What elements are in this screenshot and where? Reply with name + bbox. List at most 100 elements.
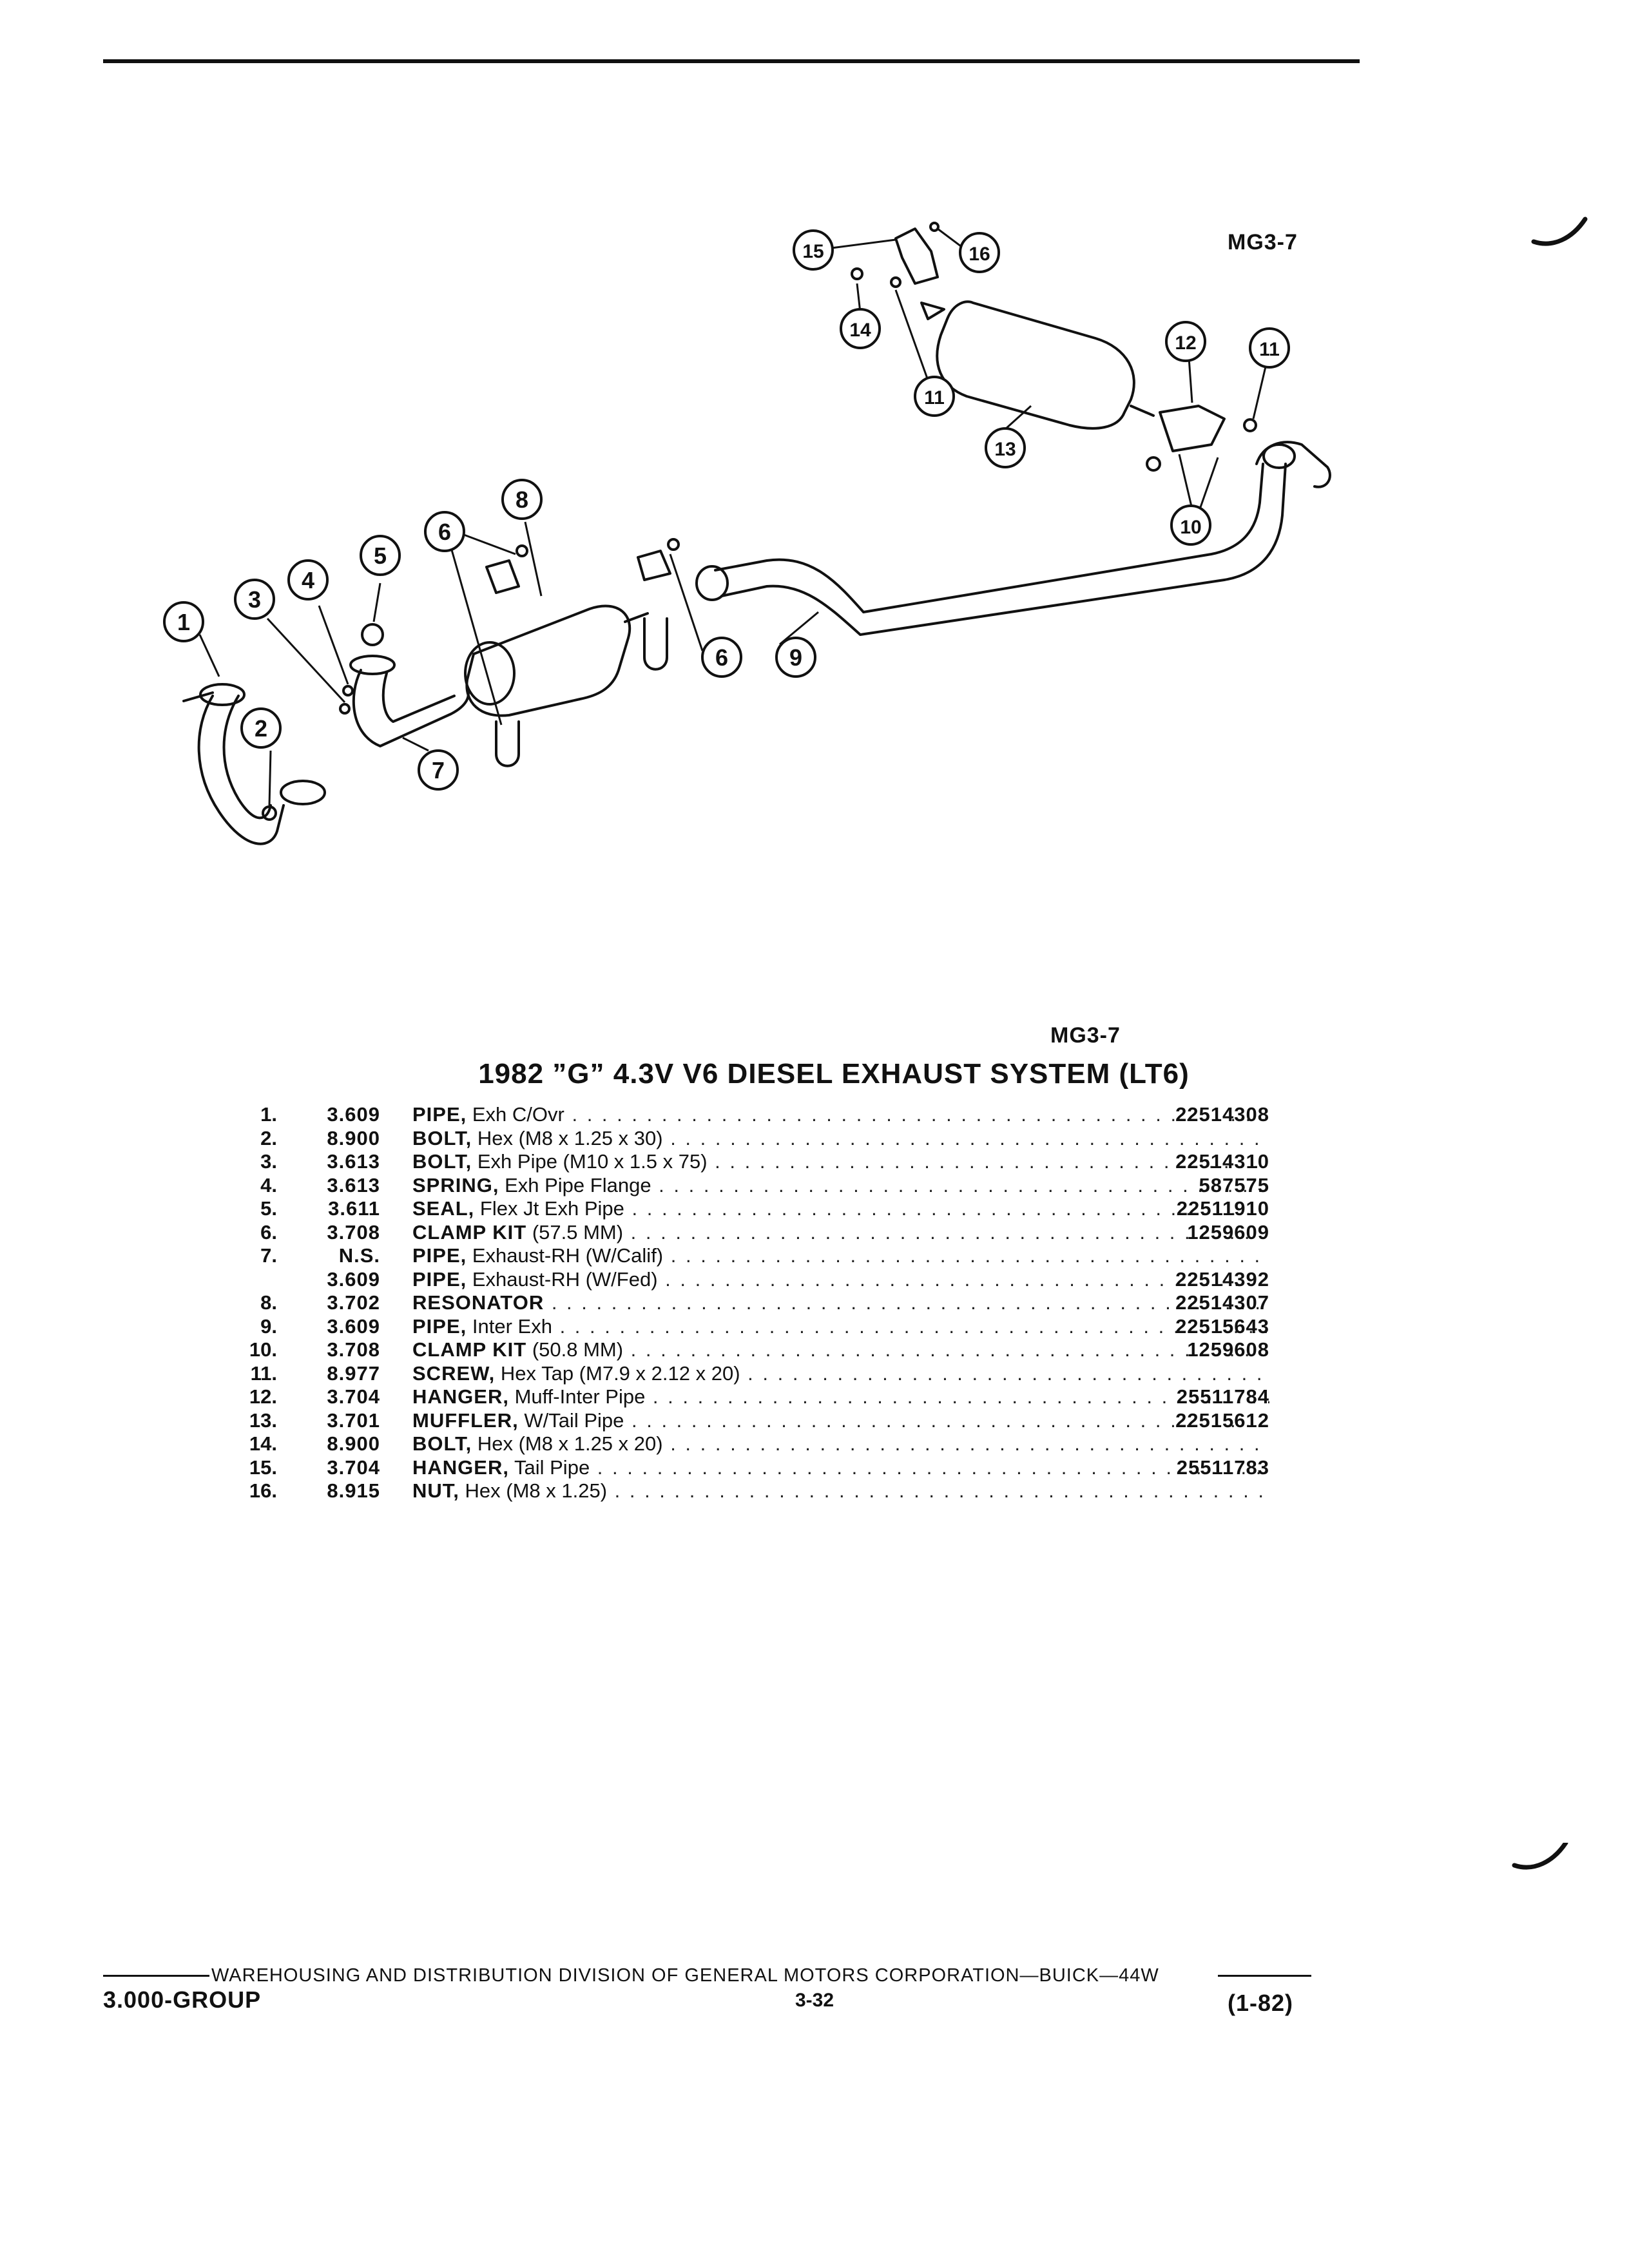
resonator-inlet [464,641,516,706]
part-detail: Hex Tap (M7.9 x 2.12 x 20) [495,1361,740,1385]
svg-text:10: 10 [1180,517,1201,538]
part-catalog-number: 587575 [1199,1173,1269,1196]
part-name: HANGER, [412,1456,509,1479]
svg-text:13: 13 [994,439,1016,460]
part-description: BOLT, Hex (M8 x 1.25 x 30) . . . . . . .… [412,1127,1269,1151]
callout-14: 14 [840,308,881,349]
svg-text:11: 11 [1259,339,1280,360]
group-label: 3.000-GROUP [103,1986,262,2013]
part-catalog-number: 25511784 [1176,1385,1269,1408]
callout-10: 10 [1170,505,1211,546]
part-detail: Tail Pipe [508,1456,590,1479]
part-detail: Exh Pipe Flange [499,1173,651,1196]
svg-text:11: 11 [924,387,945,408]
part-name: SEAL, [412,1197,475,1220]
svg-text:8: 8 [516,486,528,513]
part-detail: Hex (M8 x 1.25 x 30) [472,1126,663,1149]
group-number: 3.701 [327,1408,380,1432]
group-number: 3.702 [327,1291,380,1314]
part-number: 13. [249,1408,277,1432]
part-detail: W/Tail Pipe [518,1408,624,1432]
group-number: 8.977 [327,1361,380,1385]
callout-13: 13 [985,427,1026,468]
part-number: 8. [260,1291,277,1314]
nut-6b [667,538,680,551]
part-catalog-number: 1259609 [1187,1220,1269,1244]
group-number: 8.900 [327,1432,380,1455]
figure-code-bottom: MG3-7 [1050,1023,1121,1048]
nut-6 [516,544,528,557]
part-number: 16. [249,1479,277,1502]
part-number: 14. [249,1432,277,1455]
hanger-12 [1159,405,1226,452]
callout-16: 16 [959,232,1000,273]
part-number: 12. [249,1385,277,1408]
part-description: PIPE, Exhaust-RH (W/Calif) . . . . . . .… [412,1244,1269,1268]
part-name: BOLT, [412,1432,472,1455]
leader-dots: . . . . . . . . . . . . . . . . . . . . … [652,1385,1269,1408]
hanger-bracket-right [637,550,671,581]
leader-dots: . . . . . . . . . . . . . . . . . . . . … [631,1408,1269,1432]
callout-9: 9 [775,637,816,678]
part-description: HANGER, Tail Pipe . . . . . . . . . . . … [412,1456,1269,1480]
part-catalog-number: 22514307 [1175,1291,1269,1314]
muffler-outlet [1130,405,1155,417]
svg-text:6: 6 [715,644,728,671]
part-row: 7.N.S.PIPE, Exhaust-RH (W/Calif) . . . .… [213,1244,1269,1268]
part-row: 8. 3.702 RESONATOR . . . . . . . . . . . .… [213,1291,1269,1315]
figure-code-top: MG3-7 [1228,230,1298,255]
leader-dots: . . . . . . . . . . . . . . . . . . . . … [670,1432,1269,1455]
leader-dots: . . . . . . . . . . . . . . . . . . . . … [614,1479,1269,1502]
footer-division: WAREHOUSING AND DISTRIBUTION DIVISION OF… [211,1965,1159,1986]
part-description: CLAMP KIT (57.5 MM) . . . . . . . . . . … [412,1221,1269,1245]
part-number: 10. [249,1338,277,1361]
part-detail: Hex (M8 x 1.25) [459,1479,608,1502]
part-number: 11. [250,1361,277,1385]
screw-11 [890,276,901,288]
group-number: 3.609 [327,1314,380,1338]
resonator-body [465,604,631,717]
part-detail: Muff-Inter Pipe [508,1385,646,1408]
part-description: PIPE, Exhaust-RH (W/Fed) . . . . . . . .… [412,1268,1269,1292]
leader-dots: . . . . . . . . . . . . . . . . . . . . … [670,1244,1269,1267]
svg-text:6: 6 [438,519,451,545]
part-name: CLAMP KIT [412,1220,527,1244]
footer-dash-left [103,1975,209,1977]
callout-7: 7 [418,749,459,791]
margin-mark-1 [1531,216,1588,246]
part-name: SPRING, [412,1173,499,1196]
callout-11-muffler: 11 [914,376,955,417]
part-catalog-number: 22514310 [1175,1150,1269,1173]
svg-text:16: 16 [969,244,990,265]
group-number: 3.609 [327,1103,380,1126]
group-number: 3.613 [327,1173,380,1196]
callout-4: 4 [287,559,329,601]
u-clamp-left [495,720,520,767]
spring-4 [342,685,354,697]
part-name: PIPE, [412,1267,467,1291]
callout-6-left: 6 [424,511,465,552]
part-description: CLAMP KIT (50.8 MM) . . . . . . . . . . … [412,1338,1269,1362]
leader-dots: . . . . . . . . . . . . . . . . . . . . … [631,1197,1270,1220]
part-number: 5. [260,1197,277,1220]
bolt-14 [851,267,863,280]
part-name: PIPE, [412,1314,467,1338]
part-name: MUFFLER, [412,1408,519,1432]
part-description: RESONATOR . . . . . . . . . . . . . . . … [412,1291,1269,1315]
svg-text:4: 4 [302,567,314,593]
part-number: 2. [260,1126,277,1149]
page-title: 1982 ”G” 4.3V V6 DIESEL EXHAUST SYSTEM (… [478,1058,1190,1090]
group-number: 3.704 [327,1456,380,1479]
callout-15: 15 [793,229,834,271]
part-description: NUT, Hex (M8 x 1.25) . . . . . . . . . .… [412,1479,1269,1503]
